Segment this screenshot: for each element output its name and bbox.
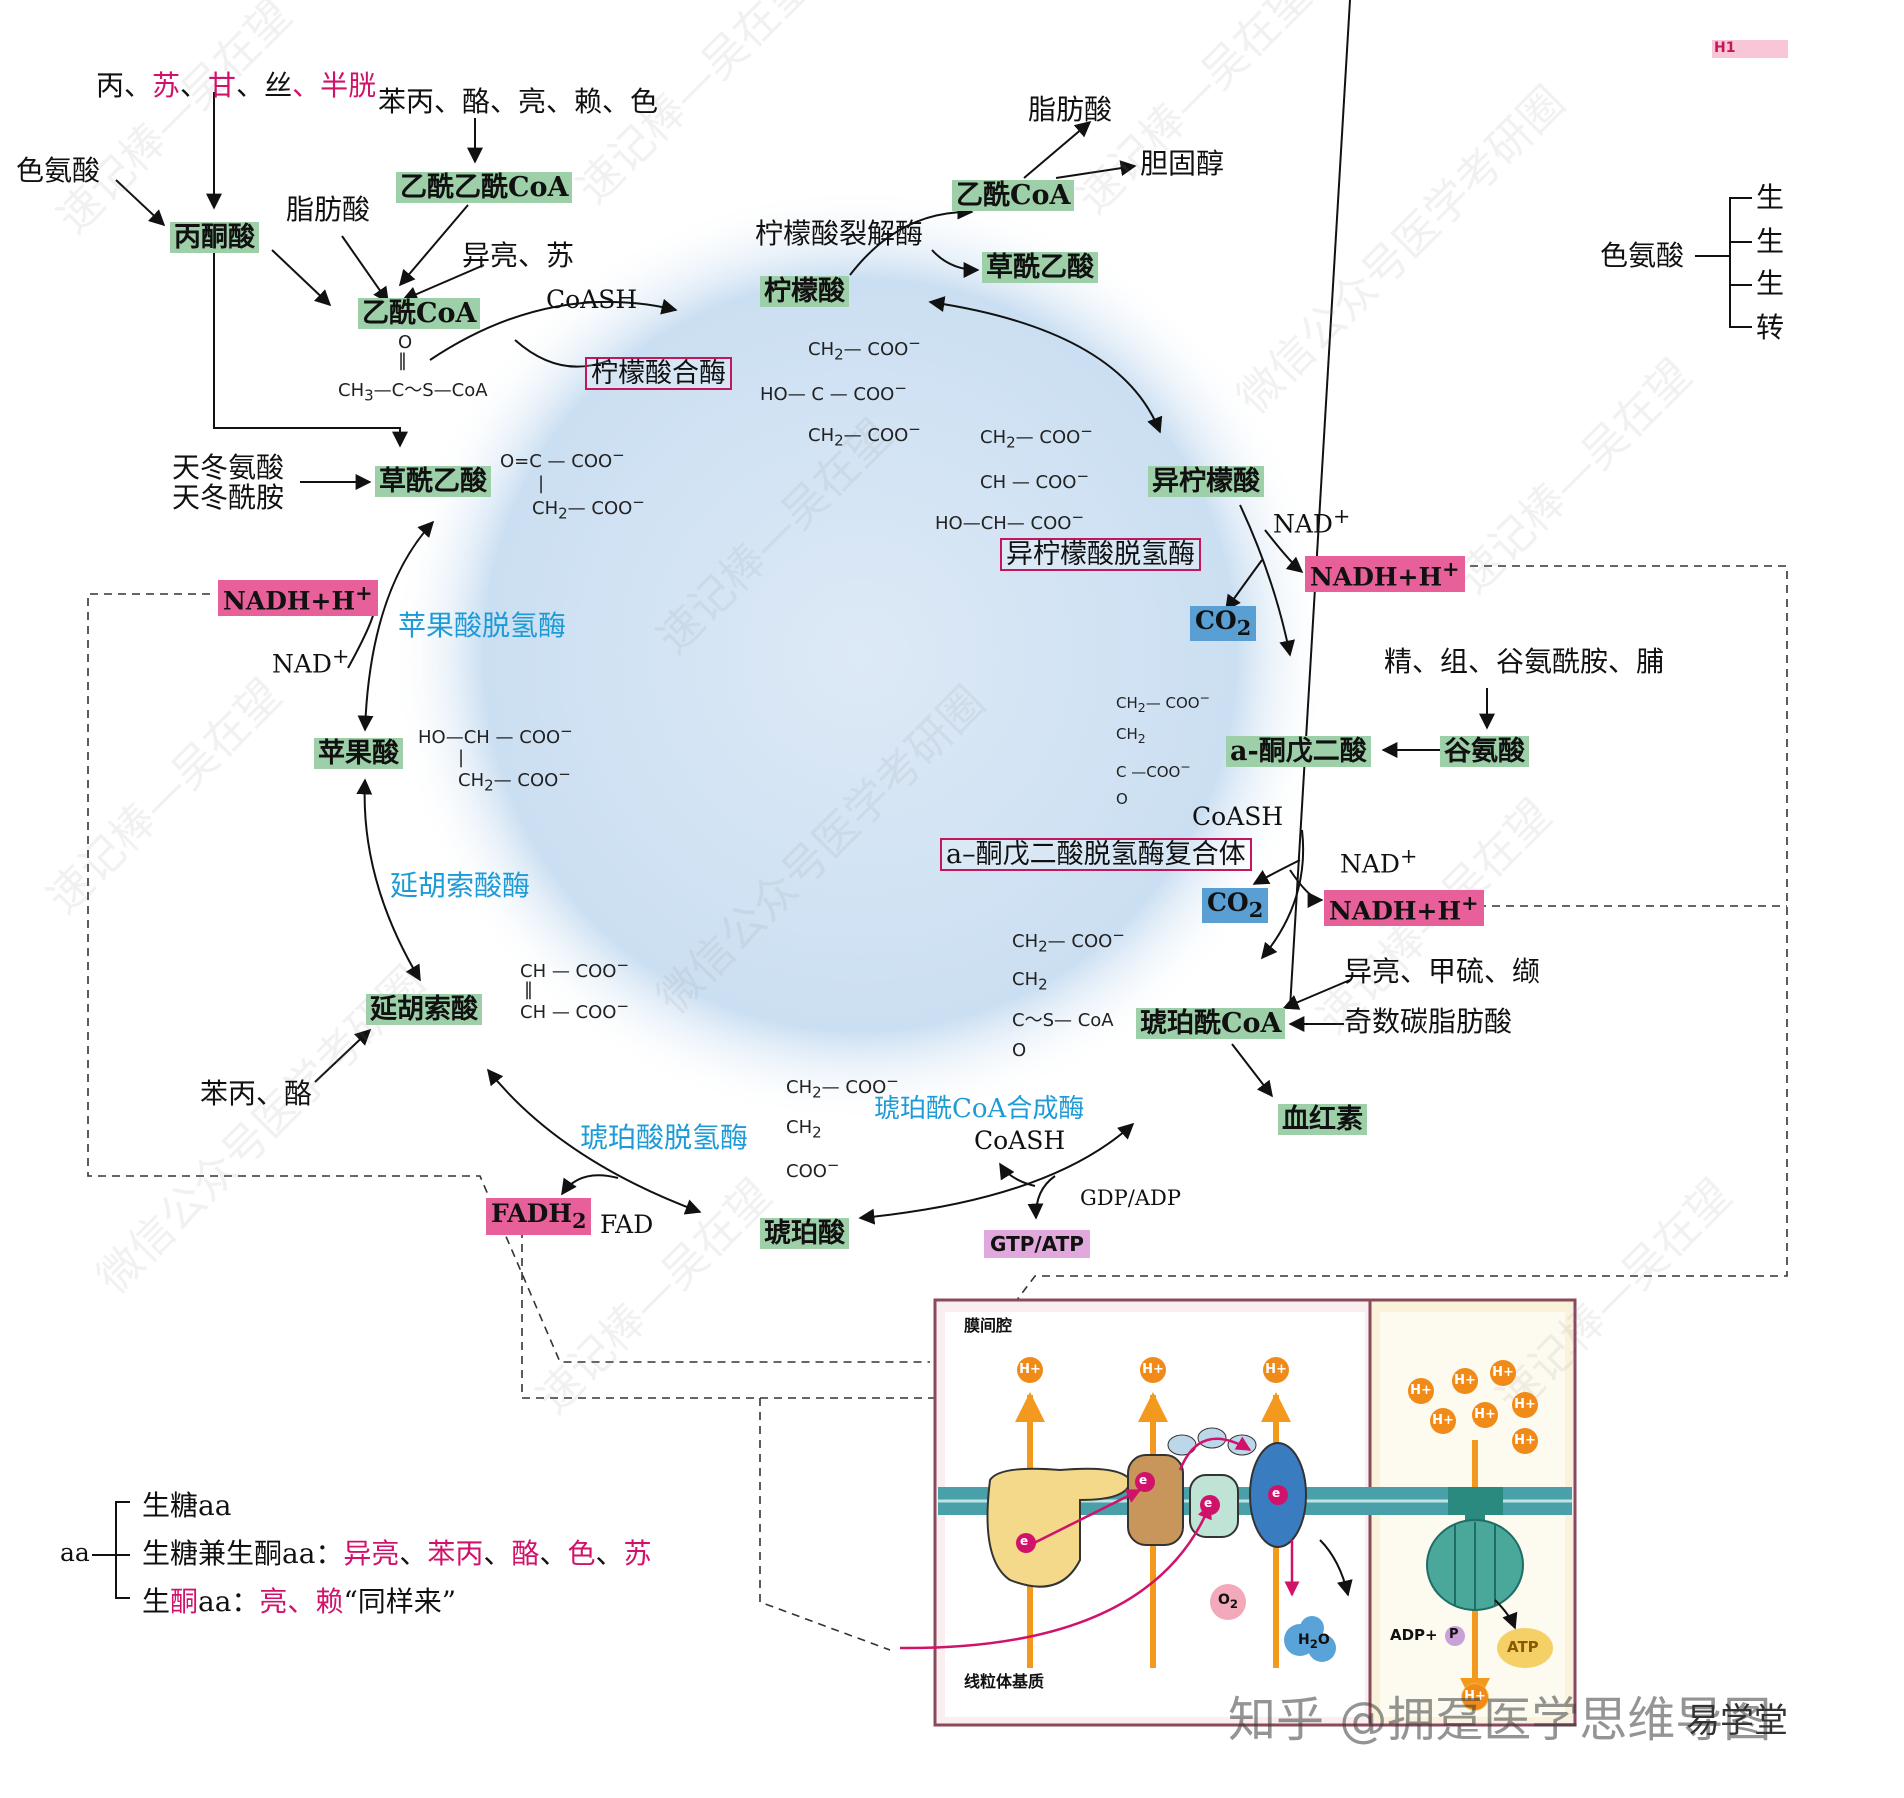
asn-label: 天冬酰胺 xyxy=(172,481,285,514)
succinyl-coa-node: 琥珀酰CoA xyxy=(1136,1008,1286,1039)
heme-node: 血红素 xyxy=(1278,1104,1367,1135)
succinate-structure: CH2— COO− CH2 COO− xyxy=(786,1072,899,1183)
trp-fate-item: 转 xyxy=(1756,311,1785,344)
legend-ketogenic: 生酮aa：亮、赖“同样来” xyxy=(142,1585,457,1618)
nadh-label-2: NADH+H+ xyxy=(1324,890,1484,927)
legend-glucogenic: 生糖aa xyxy=(142,1489,232,1522)
trp-fate-item: 生 xyxy=(1756,181,1785,214)
proton: H+ xyxy=(1490,1360,1516,1386)
glutamate-amino-acids: 精、组、谷氨酰胺、脯 xyxy=(1384,645,1665,678)
acetoacetyl-amino-acids: 苯丙、酪、亮、赖、色 xyxy=(378,85,659,118)
fadh2-label: FADH2 xyxy=(486,1198,592,1235)
coash-succ-label: CoASH xyxy=(974,1126,1066,1155)
nadh-label-1: NADH+H+ xyxy=(1305,556,1465,593)
nadh-label-3: NADH+H+ xyxy=(218,580,378,617)
malate-node: 苹果酸 xyxy=(314,738,403,769)
fumarase-enzyme: 延胡索酸酶 xyxy=(390,869,531,902)
isocitrate-dehydrogenase-enzyme: 异柠檬酸脱氢酶 xyxy=(1000,538,1201,571)
nad-label-1: NAD+ xyxy=(1273,504,1351,539)
top-fatty-acid-label: 脂肪酸 xyxy=(1028,93,1113,126)
malate-dehydrogenase-enzyme: 苹果酸脱氢酶 xyxy=(398,609,567,642)
corner-tag: H1 xyxy=(1714,40,1736,56)
malate-structure: HO—CH — COO− | CH2— COO− xyxy=(418,722,573,795)
succinyl-coa-synthetase-enzyme: 琥珀酰CoA合成酶 xyxy=(874,1094,1085,1124)
fumarate-node: 延胡索酸 xyxy=(366,994,482,1025)
citrate-synthase-enzyme: 柠檬酸合酶 xyxy=(585,357,732,390)
coash-in-label: CoASH xyxy=(546,285,638,314)
etc-figure xyxy=(899,1298,1577,1727)
electron-label: e xyxy=(1139,1473,1148,1487)
legend-aa: aa xyxy=(60,1538,90,1567)
tryptophan-label: 色氨酸 xyxy=(16,154,101,187)
nad-label-2: NAD+ xyxy=(1340,844,1418,879)
isocitrate-structure: CH2— COO− CH — COO− HO—CH— COO− xyxy=(935,422,1093,534)
oxaloacetate-node: 草酰乙酸 xyxy=(375,466,491,497)
footer-corner: 易学堂 xyxy=(1686,1701,1788,1741)
acetoacetyl-coa-node: 乙酰乙酰CoA xyxy=(396,172,573,203)
co2-label-2: CO2 xyxy=(1202,888,1269,923)
succinyl-coa-structure: CH2— COO− CH2 C～S— CoA O xyxy=(1012,926,1125,1062)
proton: H+ xyxy=(1430,1408,1456,1434)
succinate-dehydrogenase-enzyme: 琥珀酸脱氢酶 xyxy=(580,1121,749,1154)
asp-label: 天冬氨酸 xyxy=(172,451,285,484)
top-acetyl-coa-node: 乙酰CoA xyxy=(952,180,1075,211)
trp-fate-item: 生 xyxy=(1756,267,1785,300)
phosphate-label: P xyxy=(1449,1627,1459,1642)
pyruvate-node: 丙酮酸 xyxy=(170,222,259,253)
electron-label: e xyxy=(1204,1496,1213,1510)
gtp-label: GTP/ATP xyxy=(984,1230,1090,1258)
citrate-node: 柠檬酸 xyxy=(760,276,849,307)
water-label: H2O xyxy=(1298,1632,1330,1651)
trp-fate-item: 生 xyxy=(1756,225,1785,258)
odd-fatty-acid-label: 奇数碳脂肪酸 xyxy=(1344,1005,1513,1038)
ile-thr-label: 异亮、苏 xyxy=(462,239,575,272)
oxygen-label: O2 xyxy=(1218,1592,1239,1611)
akg-structure: CH2— COO− CH2 C —COO− O xyxy=(1116,690,1211,808)
atp-label: ATP xyxy=(1507,1638,1539,1656)
fumarate-structure: CH — COO− ‖ CH — COO− xyxy=(520,956,630,1023)
gdp-label: GDP/ADP xyxy=(1080,1186,1181,1210)
fad-label: FAD xyxy=(600,1210,654,1239)
proton: H+ xyxy=(1512,1428,1538,1454)
proton: H+ xyxy=(1017,1357,1043,1383)
succ-amino-acids: 异亮、甲硫、缬 xyxy=(1344,955,1541,988)
citrate-structure: CH2— COO− HO— C — COO− CH2— COO− xyxy=(760,334,921,450)
electron-label: e xyxy=(1272,1486,1281,1500)
matrix-label: 线粒体基质 xyxy=(964,1672,1045,1691)
alpha-ketoglutarate-node: a-酮戊二酸 xyxy=(1226,736,1371,767)
adp-label: ADP+ xyxy=(1390,1626,1438,1644)
electron-label: e xyxy=(1020,1534,1029,1548)
footer-credit: 知乎 @拥趸医学思维导图 xyxy=(1228,1692,1772,1748)
acetyl-coa-node: 乙酰CoA xyxy=(358,298,481,329)
citrate-lyase-enzyme: 柠檬酸裂解酶 xyxy=(755,217,924,250)
coash-out-label: CoASH xyxy=(1192,802,1284,831)
phe-tyr-label: 苯丙、酪 xyxy=(200,1077,313,1110)
proton: H+ xyxy=(1140,1357,1166,1383)
proton: H+ xyxy=(1462,1684,1488,1710)
cholesterol-label: 胆固醇 xyxy=(1140,147,1225,180)
trp-fate-name: 色氨酸 xyxy=(1600,239,1685,272)
intermembrane-space-label: 膜间腔 xyxy=(964,1316,1013,1335)
co2-label-1: CO2 xyxy=(1190,606,1257,641)
proton: H+ xyxy=(1452,1368,1478,1394)
top-oxaloacetate-node: 草酰乙酸 xyxy=(982,252,1098,283)
proton: H+ xyxy=(1472,1402,1498,1428)
isocitrate-node: 异柠檬酸 xyxy=(1148,466,1264,497)
pyruvate-amino-acids: 丙、苏、甘、丝、半胱 xyxy=(96,69,377,102)
akg-dehydrogenase-enzyme: a–酮戊二酸脱氢酶复合体 xyxy=(940,838,1252,871)
succinate-node: 琥珀酸 xyxy=(760,1218,849,1249)
proton: H+ xyxy=(1263,1357,1289,1383)
legend-both: 生糖兼生酮aa：异亮、苯丙、酪、色、苏 xyxy=(142,1537,652,1570)
glutamate-node: 谷氨酸 xyxy=(1440,736,1529,767)
nad-label-3: NAD+ xyxy=(272,644,350,679)
proton: H+ xyxy=(1408,1378,1434,1404)
oxaloacetate-structure: O=C — COO− | CH2— COO− xyxy=(500,446,645,523)
fatty-acid-label: 脂肪酸 xyxy=(286,193,371,226)
proton: H+ xyxy=(1512,1392,1538,1418)
